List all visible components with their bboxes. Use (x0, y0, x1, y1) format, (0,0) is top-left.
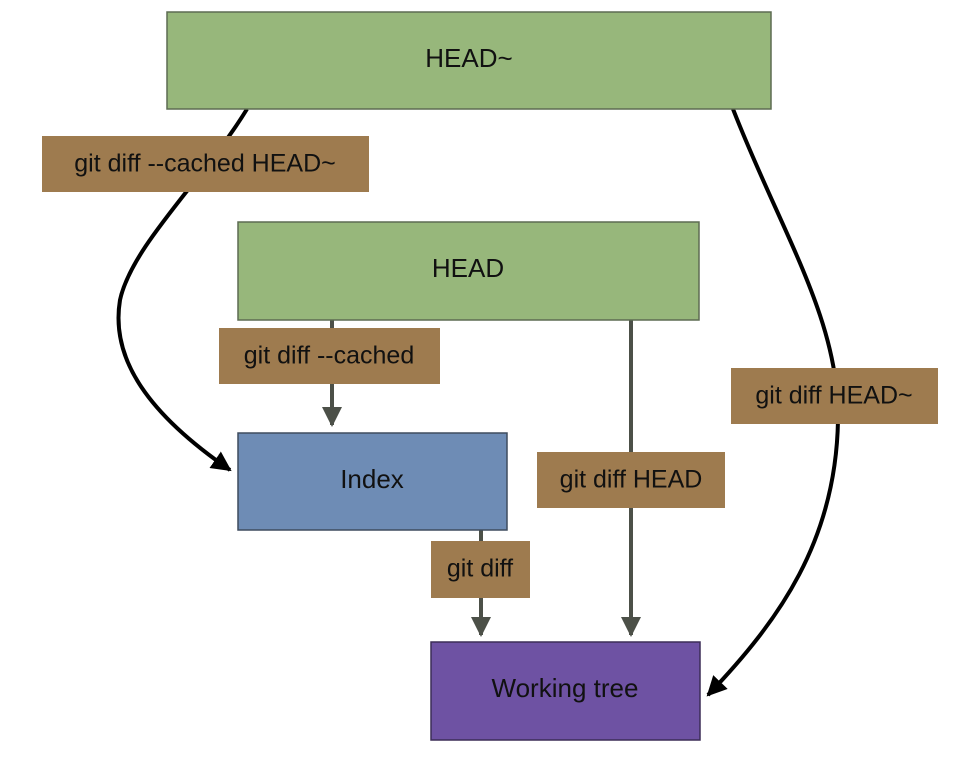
node-index-box (237, 432, 508, 531)
node-working-tree-label: Working tree (492, 673, 639, 703)
node-working-tree: Working tree (430, 641, 701, 741)
edge-label-diff-head-text: git diff HEAD (560, 466, 703, 494)
edge-label-diff-head-tilde-box (731, 368, 938, 424)
edge-label-diff-head-tilde: git diff HEAD~ (731, 368, 938, 424)
node-working-tree-box (430, 641, 701, 741)
edge-label-diff-cached-head-tilde: git diff --cached HEAD~ (42, 136, 369, 192)
edge-label-diff-box (431, 541, 530, 598)
edge-label-diff-head-tilde-text: git diff HEAD~ (755, 382, 912, 410)
node-index-label: Index (340, 464, 404, 494)
node-head-tilde: HEAD~ (166, 11, 772, 110)
edge-label-diff-head-box (537, 452, 725, 508)
edge-label-diff-cached-text: git diff --cached (244, 342, 414, 370)
edge-label-diff-cached: git diff --cached (219, 328, 440, 384)
edge-label-diff-cached-box (219, 328, 440, 384)
node-head-tilde-label: HEAD~ (425, 43, 512, 73)
edge-label-diff: git diff (431, 541, 530, 598)
edge-label-diff-text: git diff (447, 555, 513, 583)
node-head: HEAD (237, 221, 700, 321)
node-head-tilde-box (166, 11, 772, 110)
node-head-box (237, 221, 700, 321)
node-index: Index (237, 432, 508, 531)
node-head-label: HEAD (432, 253, 504, 283)
edge-label-diff-head: git diff HEAD (537, 452, 725, 508)
edge-label-diff-cached-head-tilde-text: git diff --cached HEAD~ (74, 150, 335, 178)
edge-label-diff-cached-head-tilde-box (42, 136, 369, 192)
